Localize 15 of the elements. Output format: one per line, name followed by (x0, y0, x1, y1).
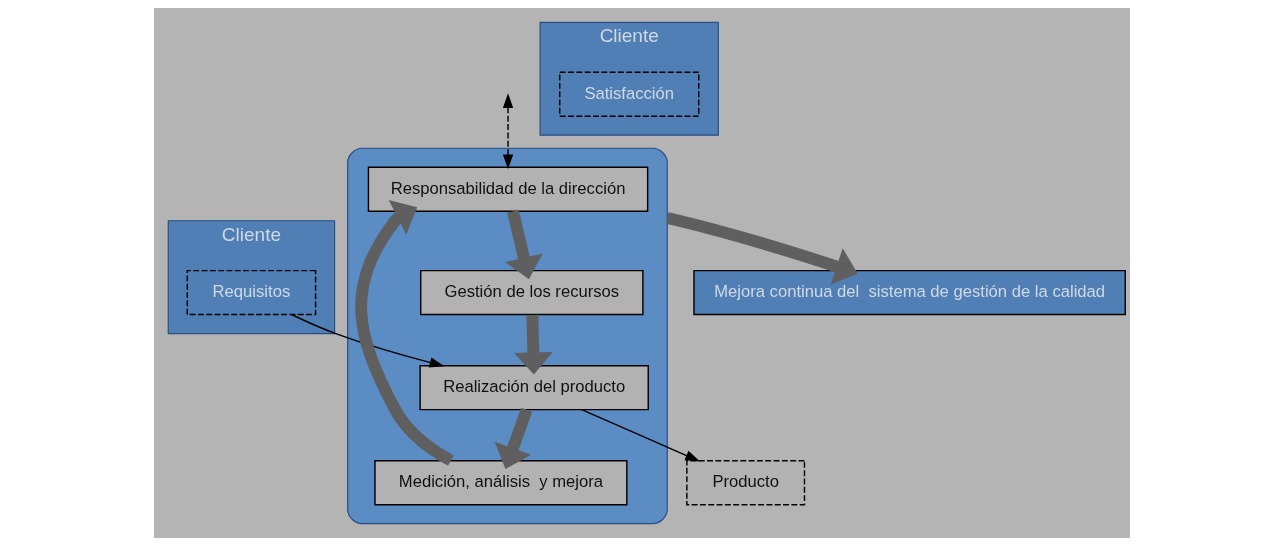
node-box: Realización del producto (418, 364, 649, 411)
node-box: Satisfacción (558, 71, 699, 117)
arrow (665, 212, 858, 285)
node-box: Medición, análisis y mejora (373, 460, 628, 506)
node-box: Producto (685, 460, 805, 506)
arrow (580, 408, 700, 462)
node-box: Responsabilidad de la dirección (367, 166, 648, 212)
arrow (513, 314, 553, 375)
arrow (354, 199, 454, 466)
arrow (504, 210, 543, 280)
arrow (502, 93, 513, 170)
node-box: Requisitos (186, 269, 316, 316)
node-box: Gestión de los recursos (419, 269, 644, 316)
cluster (346, 147, 668, 525)
node-box: Mejora continua del sistema de gestión de la calidad (692, 269, 1126, 316)
